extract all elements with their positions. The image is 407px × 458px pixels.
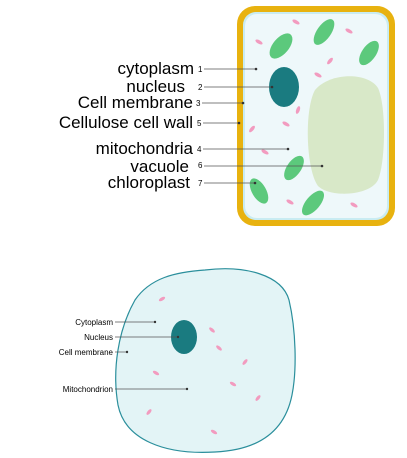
- label-number: 5: [197, 119, 202, 128]
- chloroplast: [284, 155, 304, 181]
- mitochondrion: [345, 28, 353, 34]
- label-cytoplasm: Cytoplasm: [75, 318, 157, 327]
- mitochondrion: [209, 327, 215, 333]
- leader-dot: [241, 101, 245, 105]
- label-text: vacuole: [130, 157, 189, 176]
- animal-cell-membrane: [115, 268, 296, 453]
- leader-dot: [185, 387, 189, 391]
- label-mitochondrion: Mitochondrion: [63, 385, 189, 394]
- nucleus: [269, 67, 299, 107]
- animal-cell: Cytoplasm Nucleus Cell membrane Mitochon…: [59, 268, 296, 453]
- leader-dot: [253, 181, 257, 185]
- label-text: Cell membrane: [59, 348, 114, 357]
- label-cellulose-cell-wall: Cellulose cell wall 5: [59, 113, 241, 132]
- label-text: Nucleus: [84, 333, 113, 342]
- mitochondrion: [158, 296, 166, 302]
- mitochondrion: [282, 121, 290, 127]
- mitochondrion: [295, 106, 301, 114]
- label-cytoplasm: cytoplasm 1: [117, 59, 258, 78]
- mitochondrion: [242, 359, 248, 365]
- mitochondrion: [216, 345, 222, 351]
- mitochondrion: [152, 370, 160, 376]
- leader-dot: [237, 121, 241, 125]
- mitochondrion: [314, 72, 322, 78]
- label-text: Cytoplasm: [75, 318, 113, 327]
- mitochondrion: [229, 381, 237, 387]
- label-number: 7: [198, 179, 203, 188]
- label-nucleus: Nucleus: [84, 333, 180, 342]
- label-nucleus: nucleus 2: [126, 77, 274, 96]
- animal-labels: Cytoplasm Nucleus Cell membrane Mitochon…: [59, 318, 189, 394]
- plant-labels: cytoplasm 1 nucleus 2 Cell membrane 3 Ce…: [59, 59, 324, 192]
- leader-dot: [254, 67, 258, 71]
- label-text: cytoplasm: [117, 59, 194, 78]
- mitochondrion: [255, 395, 261, 401]
- mitochondria: [249, 19, 358, 208]
- label-cell-membrane: Cell membrane 3: [78, 93, 245, 112]
- mitochondrion: [327, 57, 333, 65]
- label-number: 1: [198, 65, 203, 74]
- label-text: mitochondria: [96, 139, 194, 158]
- label-text: Mitochondrion: [63, 385, 113, 394]
- leader-dot: [153, 320, 157, 324]
- chloroplast: [301, 190, 325, 216]
- label-mitochondria: mitochondria 4: [96, 139, 290, 158]
- chloroplasts: [249, 19, 379, 216]
- animal-mitochondria: [146, 296, 261, 435]
- mitochondrion: [261, 149, 269, 155]
- label-number: 6: [198, 161, 203, 170]
- mitochondrion: [249, 125, 255, 133]
- label-text: Cellulose cell wall: [59, 113, 193, 132]
- plant-cell: cytoplasm 1 nucleus 2 Cell membrane 3 Ce…: [59, 6, 395, 226]
- chloroplast: [269, 33, 293, 59]
- label-chloroplast: chloroplast 7: [108, 173, 257, 192]
- leader-dot: [270, 85, 274, 89]
- label-number: 2: [198, 83, 203, 92]
- chloroplast: [249, 178, 269, 204]
- mitochondrion: [350, 202, 358, 208]
- chloroplast: [313, 19, 335, 45]
- mitochondrion: [255, 39, 263, 45]
- label-text: nucleus: [126, 77, 185, 96]
- label-number: 4: [197, 145, 202, 154]
- label-text: Cell membrane: [78, 93, 193, 112]
- label-number: 3: [196, 99, 201, 108]
- mitochondrion: [286, 199, 294, 205]
- mitochondrion: [292, 19, 300, 25]
- label-vacuole: vacuole 6: [130, 157, 324, 176]
- chloroplast: [359, 40, 379, 66]
- mitochondrion: [210, 429, 218, 435]
- mitochondrion: [146, 409, 152, 415]
- label-cell-membrane: Cell membrane: [59, 348, 129, 357]
- leader-dot: [286, 147, 290, 151]
- vacuole: [307, 76, 384, 194]
- label-text: chloroplast: [108, 173, 190, 192]
- animal-nucleus: [171, 320, 197, 354]
- leader-dot: [125, 350, 129, 354]
- leader-dot: [320, 164, 324, 168]
- leader-dot: [176, 335, 180, 339]
